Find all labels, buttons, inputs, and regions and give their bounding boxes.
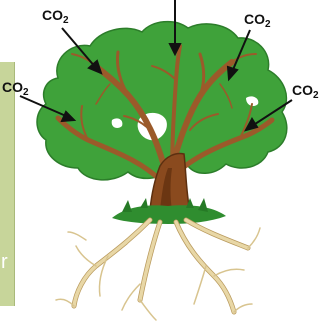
co2-label-right: CO2	[292, 82, 319, 101]
co2-label-left: CO2	[2, 79, 29, 98]
tree-roots	[56, 220, 260, 320]
co2-label-top-left: CO2	[42, 7, 69, 26]
co2-label-top-right: CO2	[244, 11, 271, 30]
